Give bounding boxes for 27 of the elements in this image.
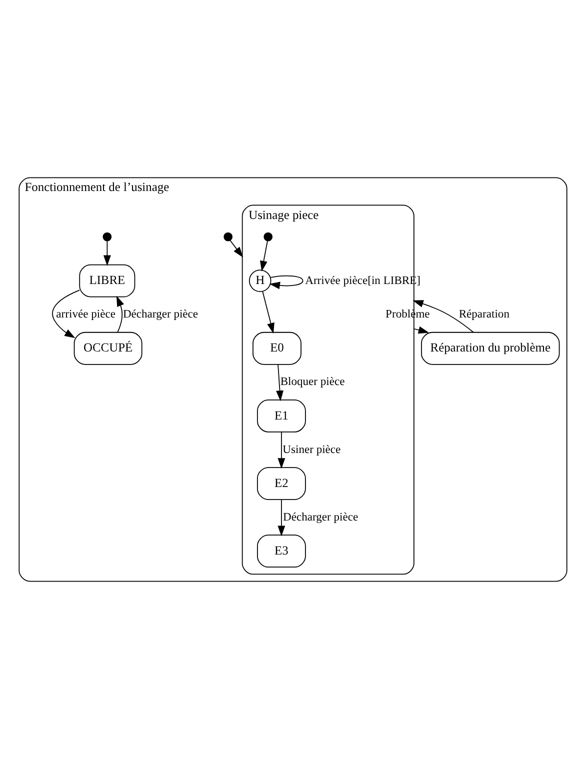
arrow	[116, 295, 124, 332]
arrow	[278, 498, 286, 536]
edge-label: Bloquer pièce	[280, 376, 345, 388]
edge-label: Usiner pièce	[282, 443, 341, 456]
edge-label: arrivée pièce	[56, 308, 116, 320]
node-box: OCCUPÉ	[74, 331, 142, 364]
arrow	[262, 290, 274, 334]
arrow	[103, 240, 111, 266]
arrow	[230, 240, 244, 258]
arrow	[276, 364, 284, 401]
arrow	[52, 289, 80, 338]
node-box: E2	[257, 466, 306, 500]
node-circle: H	[248, 269, 272, 292]
node-box: Réparation du problème	[421, 331, 560, 364]
arrow	[278, 431, 286, 468]
node-circle	[264, 232, 273, 241]
node-circle	[224, 232, 233, 241]
node-box: LIBRE	[79, 264, 136, 297]
node-circle	[102, 232, 112, 241]
node-box: E0	[252, 331, 302, 364]
edge-label: Réparation	[458, 308, 510, 320]
arrow	[260, 240, 268, 272]
edge-label: Décharger pièce	[283, 510, 358, 523]
edge-label: Décharger pièce	[122, 308, 198, 320]
arrow	[269, 274, 304, 289]
node-box: E1	[257, 399, 306, 432]
node-box: E3	[257, 534, 306, 568]
